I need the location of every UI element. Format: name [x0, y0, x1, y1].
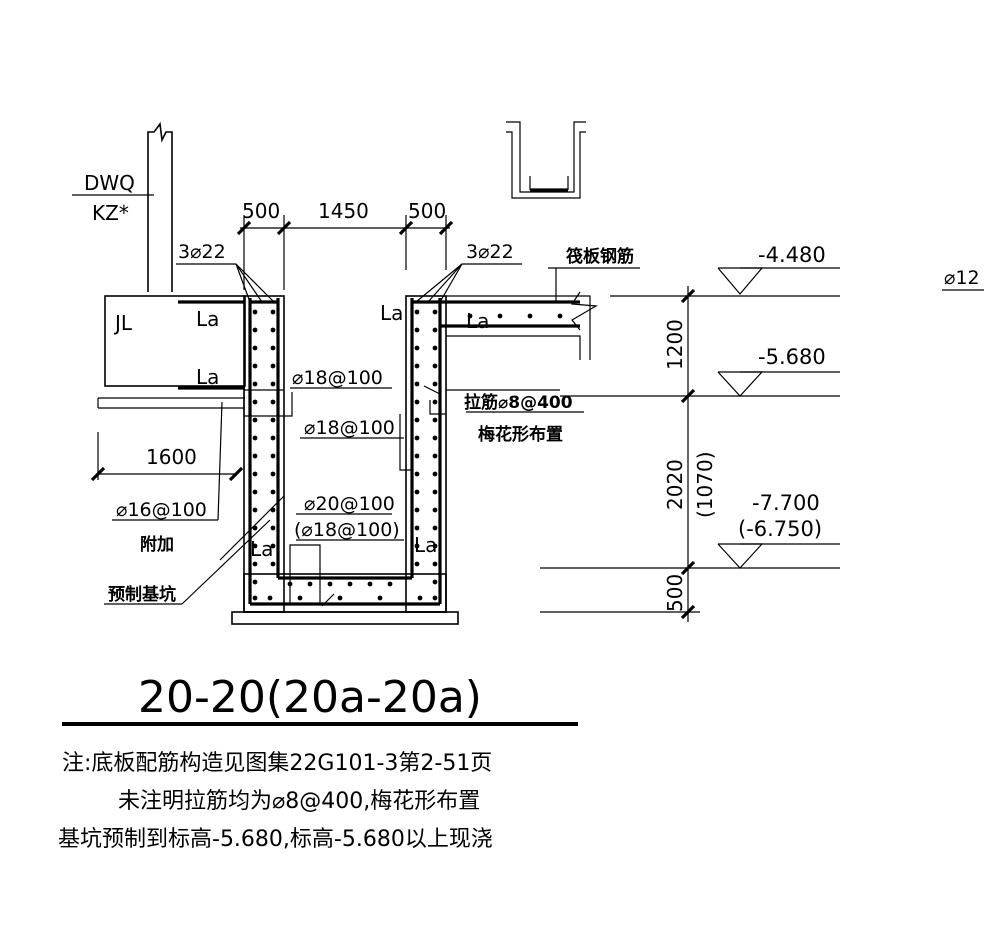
dim-1450: 1450: [318, 199, 369, 223]
rebar-3-22-right: 3⌀22: [466, 241, 514, 263]
top-dimension-line: [236, 215, 454, 290]
jl-label: JL: [113, 311, 133, 335]
la-label-4: La: [466, 309, 489, 333]
inner-rebar-leaders: [290, 385, 584, 541]
right-wall-rebar-dots: [414, 309, 563, 601]
vertical-dimension-line: [680, 286, 696, 622]
elevation-7700: -7.700: [752, 491, 820, 515]
section-title: 20-20(20a-20a): [138, 672, 482, 723]
raft-rebar-label: 筏板钢筋: [566, 246, 634, 267]
precast-pit-label: 预制基坑: [108, 584, 176, 605]
dwq-label: DWQ: [84, 171, 135, 195]
dim-1600: 1600: [146, 445, 197, 469]
edge-rebar-label: ⌀12: [944, 267, 980, 289]
rebar-16-100: ⌀16@100: [116, 499, 207, 521]
additional-label: 附加: [140, 534, 174, 555]
dim-1070: (1070): [693, 451, 717, 518]
la-label-5: La: [250, 537, 273, 561]
column-kz: [147, 121, 173, 292]
elevation-4480: -4.480: [758, 243, 826, 267]
note-line-1: 注:底板配筋构造见图集22G101-3第2-51页: [62, 751, 492, 776]
rebar-18-100-b: ⌀18@100: [304, 417, 395, 439]
dim-2020: 2020: [663, 459, 687, 510]
elevation-5680: -5.680: [758, 345, 826, 369]
note-line-3: 基坑预制到标高-5.680,标高-5.680以上现浇: [58, 827, 493, 852]
dim-500-right: 500: [408, 199, 446, 223]
la-label-3: La: [380, 301, 403, 325]
note-line-2: 未注明拉筋均为⌀8@400,梅花形布置: [118, 789, 480, 814]
additional-rebar-leader: [112, 401, 223, 521]
left-wall-rebar-dots: [252, 309, 276, 601]
tie-layout-label: 梅花形布置: [478, 424, 563, 445]
base-rebar-dots: [267, 581, 423, 601]
precast-pit-leader: [104, 495, 285, 605]
rebar-18-100-c: (⌀18@100): [294, 519, 400, 541]
tie-bar-label: 拉筋⌀8@400: [464, 392, 573, 413]
rebar-20-100: ⌀20@100: [304, 493, 395, 515]
foundation-beam-jl: [97, 295, 246, 409]
la-label-2: La: [196, 365, 219, 389]
dim-500-left: 500: [242, 199, 280, 223]
elevation-markers: [717, 267, 840, 569]
pit-right-wall: [399, 291, 598, 613]
dim-500-vertical: 500: [663, 574, 687, 612]
pit-base-slab: [231, 544, 459, 625]
detail-sketch: [506, 121, 586, 199]
kz-label: KZ*: [92, 201, 129, 225]
rebar-3-22-left: 3⌀22: [178, 241, 226, 263]
pit-left-wall: [243, 295, 293, 613]
dim-1200: 1200: [663, 319, 687, 370]
la-label-6: La: [414, 533, 437, 557]
dim-1600-line: [90, 432, 244, 482]
la-label-1: La: [196, 307, 219, 331]
elevation-6750: (-6.750): [738, 517, 822, 541]
top-rebar-leaders: [176, 263, 640, 303]
rebar-18-100-a: ⌀18@100: [292, 367, 383, 389]
